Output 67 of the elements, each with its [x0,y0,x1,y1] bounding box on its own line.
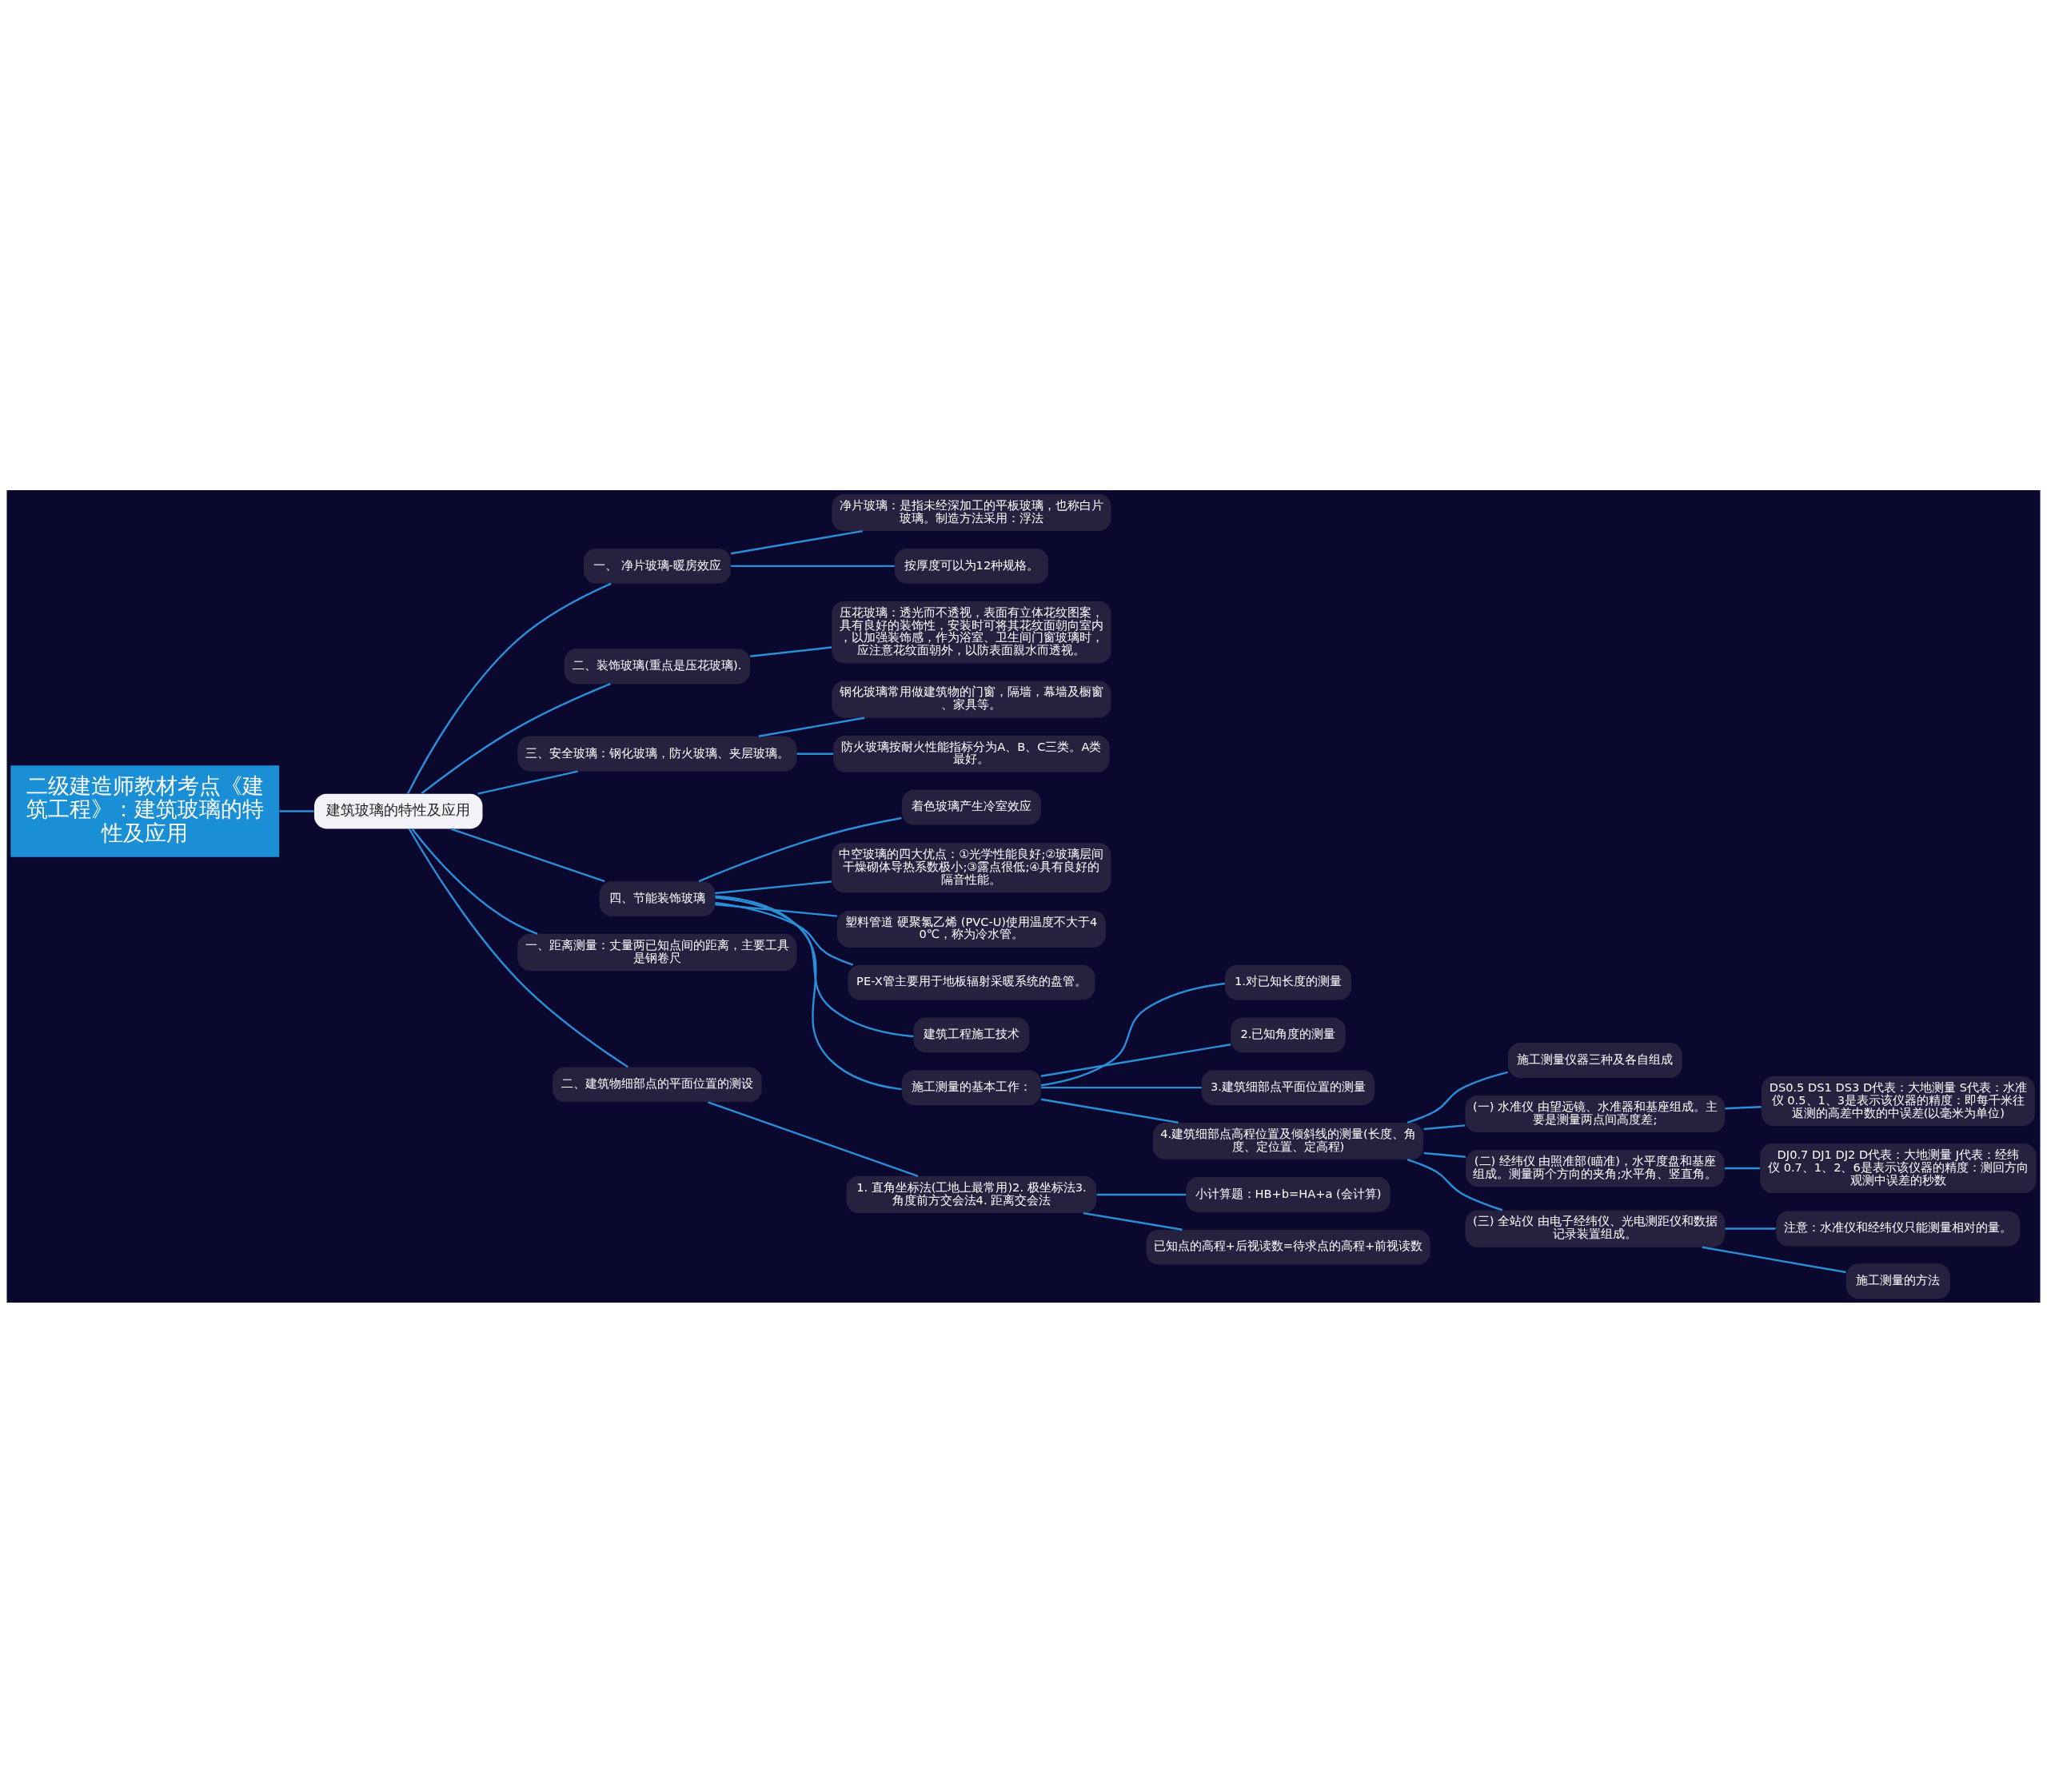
connector [1724,1167,1760,1169]
connector [477,769,578,795]
connector [715,903,838,917]
connector [708,1100,919,1177]
node-box: 4.建筑细部点高程位置及倾斜线的测量(长度、角度、定位置、定高程) [1152,1122,1424,1159]
node-box: 四、节能装饰玻璃 [599,880,716,916]
node-box: 一、距离测量：丈量两已知点间的距离，主要工具是钢卷尺 [517,933,797,971]
connector [1725,1227,1776,1230]
connector [407,582,612,794]
node-box: 施工测量的方法 [1845,1263,1950,1299]
connector [450,827,605,882]
connector [1423,1151,1466,1158]
node-box: 1. 直角坐标法(工地上最常用)2. 极坐标法3. 角度前方交会法4. 距离交会法 [846,1175,1097,1213]
connector [715,896,914,1037]
node-box: 二级建造师教材考点《建筑工程》：建筑玻璃的特性及应用 [10,764,280,857]
node-box: (一) 水准仪 由望远镜、水准器和基座组成。主要是测量两点间高度差; [1465,1095,1726,1132]
connector [1040,1043,1231,1077]
connector [1702,1246,1846,1273]
connector [731,565,895,567]
connector [411,828,538,935]
connector [408,828,628,1068]
node-box: 2.已知角度的测量 [1231,1017,1346,1052]
node-box: 3.建筑细部点平面位置的测量 [1201,1069,1375,1105]
node-box: 建筑工程施工技术 [913,1017,1030,1052]
connector [421,682,611,794]
connector [796,752,834,755]
node-box: 建筑玻璃的特性及应用 [314,793,483,828]
node-box: DJ0.7 DJ1 DJ2 D代表：大地测量 J代表：经纬仪 0.7、1、2、6是表示该仪器的精度：测回方向观测中误差的秒数 [1760,1143,2037,1193]
node-box: DS0.5 DS1 DS3 D代表：大地测量 S代表：水准仪 0.5、1、3是表示该仪器的精度：即每千米往返测的高差中数的中误差(以毫米为单位) [1761,1076,2035,1126]
connector [1423,1123,1466,1130]
node-box: 三、安全玻璃：钢化玻璃，防火玻璃、夹层玻璃。 [517,736,797,772]
connector [731,529,863,554]
node-box: 着色玻璃产生冷室效应 [901,789,1041,825]
node-box: 中空玻璃的四大优点：①光学性能良好;②玻璃层间干燥砌体导热系数极小;③露点很低;④具有良好的隔音性能。 [832,842,1111,892]
connector [1040,1098,1179,1123]
node-box: 施工测量的基本工作： [901,1069,1041,1105]
connector [1040,982,1225,1086]
node-box: 注意：水准仪和经纬仪只能测量相对的量。 [1776,1211,2021,1246]
connector [715,880,832,894]
node-box: (三) 全站仪 由电子经纬仪、光电测距仪和数据记录装置组成。 [1465,1209,1726,1247]
node-box: 二、装饰玻璃(重点是压花玻璃). [564,648,751,684]
node-box: 按厚度可以为12种规格。 [894,548,1049,584]
node-box: 1.对已知长度的测量 [1224,964,1352,1000]
node-box: 净片玻璃：是指未经深加工的平板玻璃，也称白片玻璃。制造方法采用：浮法 [832,493,1111,531]
connector [758,716,865,737]
node-box: 压花玻璃：透光而不透视，表面有立体花纹图案，具有良好的装饰性，安装时可将其花纹面朝向室内，以加强装饰感，作为浴室、卫生间门窗玻璃时，应注意花纹面朝外，以防表面親水而透视。 [832,601,1111,664]
connector [279,809,314,812]
node-box: 防火玻璃按耐火性能指标分为A、B、C三类。A类最好。 [833,735,1110,772]
connector [1725,1105,1762,1109]
node-box: 小计算题：HB+b=HA+a (会计算) [1186,1176,1391,1212]
connector [1407,1071,1508,1123]
connector [1083,1211,1183,1231]
connector [698,816,902,882]
node-box: 已知点的高程+后视读数=待求点的高程+前视读数 [1146,1229,1431,1265]
connector [715,901,854,966]
node-box: PE-X管主要用于地板辐射采暖系统的盘管。 [848,964,1095,1000]
node-box: 施工测量仪器三种及各自组成 [1507,1042,1682,1078]
connector [750,645,832,657]
connector [1407,1158,1503,1211]
node-box: 钢化玻璃常用做建筑物的门窗，隔墙，幕墙及橱窗、家具等。 [832,680,1111,718]
node-box: (二) 经纬仪 由照准部(瞄准)，水平度盘和基座组成。测量两个方向的夹角;水平角、竖直角。 [1466,1149,1725,1187]
connector [1041,1086,1202,1088]
connector [1096,1193,1187,1195]
node-box: 塑料管道 硬聚氯乙烯 (PVC-U)使用温度不大于40℃，称为冷水管。 [837,910,1106,948]
node-box: 一、 净片玻璃-暖房效应 [584,548,731,584]
node-box: 二、建筑物细部点的平面位置的测设 [553,1067,762,1102]
connector [715,894,902,1090]
